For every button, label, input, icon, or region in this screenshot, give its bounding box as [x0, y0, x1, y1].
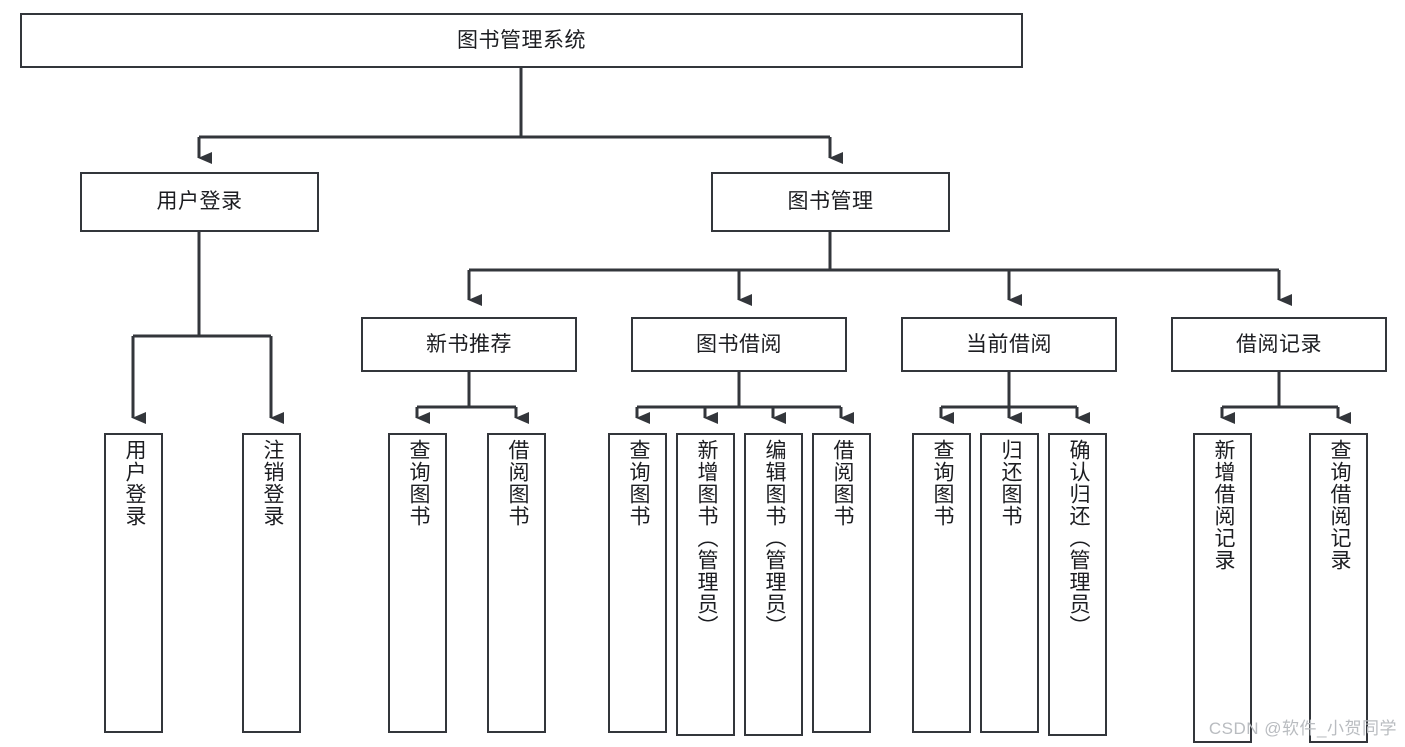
node-borrow-record-label: 借阅记录: [1236, 332, 1322, 356]
node-new-book-recommend-label: 新书推荐: [426, 332, 512, 356]
leaf-new-book-query-book[interactable]: 查询图书: [388, 433, 447, 733]
node-book-management-label: 图书管理: [787, 190, 874, 214]
node-user-login[interactable]: 用户登录: [80, 172, 319, 232]
leaf-book-borrow-borrow-book[interactable]: 借阅图书: [812, 433, 871, 733]
leaf-borrow-record-add-record[interactable]: 新增借阅记录: [1193, 433, 1252, 743]
leaf-user-login-login[interactable]: 用户登录: [104, 433, 163, 733]
leaf-current-borrow-return-book[interactable]: 归还图书: [980, 433, 1039, 733]
node-book-borrow[interactable]: 图书借阅: [631, 317, 847, 372]
node-current-borrow-label: 当前借阅: [966, 332, 1052, 356]
node-current-borrow[interactable]: 当前借阅: [901, 317, 1117, 372]
leaf-current-borrow-confirm-return[interactable]: 确认归还（管理员）: [1048, 433, 1107, 736]
leaf-current-borrow-confirm-return-label: 确认归还（管理员）: [1066, 439, 1090, 637]
leaf-borrow-record-query-record-label: 查询借阅记录: [1327, 439, 1351, 571]
node-book-borrow-label: 图书借阅: [696, 332, 782, 356]
leaf-borrow-record-add-record-label: 新增借阅记录: [1211, 439, 1235, 571]
leaf-user-login-login-label: 用户登录: [122, 439, 146, 527]
leaf-book-borrow-edit-book[interactable]: 编辑图书（管理员）: [744, 433, 803, 736]
leaf-book-borrow-query-book-label: 查询图书: [626, 439, 650, 527]
leaf-current-borrow-query-book[interactable]: 查询图书: [912, 433, 971, 733]
leaf-book-borrow-borrow-book-label: 借阅图书: [830, 439, 854, 527]
node-book-management[interactable]: 图书管理: [711, 172, 950, 232]
leaf-new-book-query-book-label: 查询图书: [406, 439, 430, 527]
leaf-book-borrow-add-book[interactable]: 新增图书（管理员）: [676, 433, 735, 736]
leaf-book-borrow-edit-book-label: 编辑图书（管理员）: [762, 439, 786, 637]
leaf-current-borrow-query-book-label: 查询图书: [930, 439, 954, 527]
leaf-current-borrow-return-book-label: 归还图书: [998, 439, 1022, 527]
leaf-user-login-logout-label: 注销登录: [260, 439, 284, 527]
leaf-borrow-record-query-record[interactable]: 查询借阅记录: [1309, 433, 1368, 743]
leaf-new-book-borrow-book-label: 借阅图书: [505, 439, 529, 527]
leaf-user-login-logout[interactable]: 注销登录: [242, 433, 301, 733]
node-new-book-recommend[interactable]: 新书推荐: [361, 317, 577, 372]
node-root-book-management-system[interactable]: 图书管理系统: [20, 13, 1023, 68]
leaf-book-borrow-add-book-label: 新增图书（管理员）: [694, 439, 718, 637]
node-root-label: 图书管理系统: [457, 28, 586, 52]
leaf-new-book-borrow-book[interactable]: 借阅图书: [487, 433, 546, 733]
node-borrow-record[interactable]: 借阅记录: [1171, 317, 1387, 372]
leaf-book-borrow-query-book[interactable]: 查询图书: [608, 433, 667, 733]
node-user-login-label: 用户登录: [156, 190, 243, 214]
